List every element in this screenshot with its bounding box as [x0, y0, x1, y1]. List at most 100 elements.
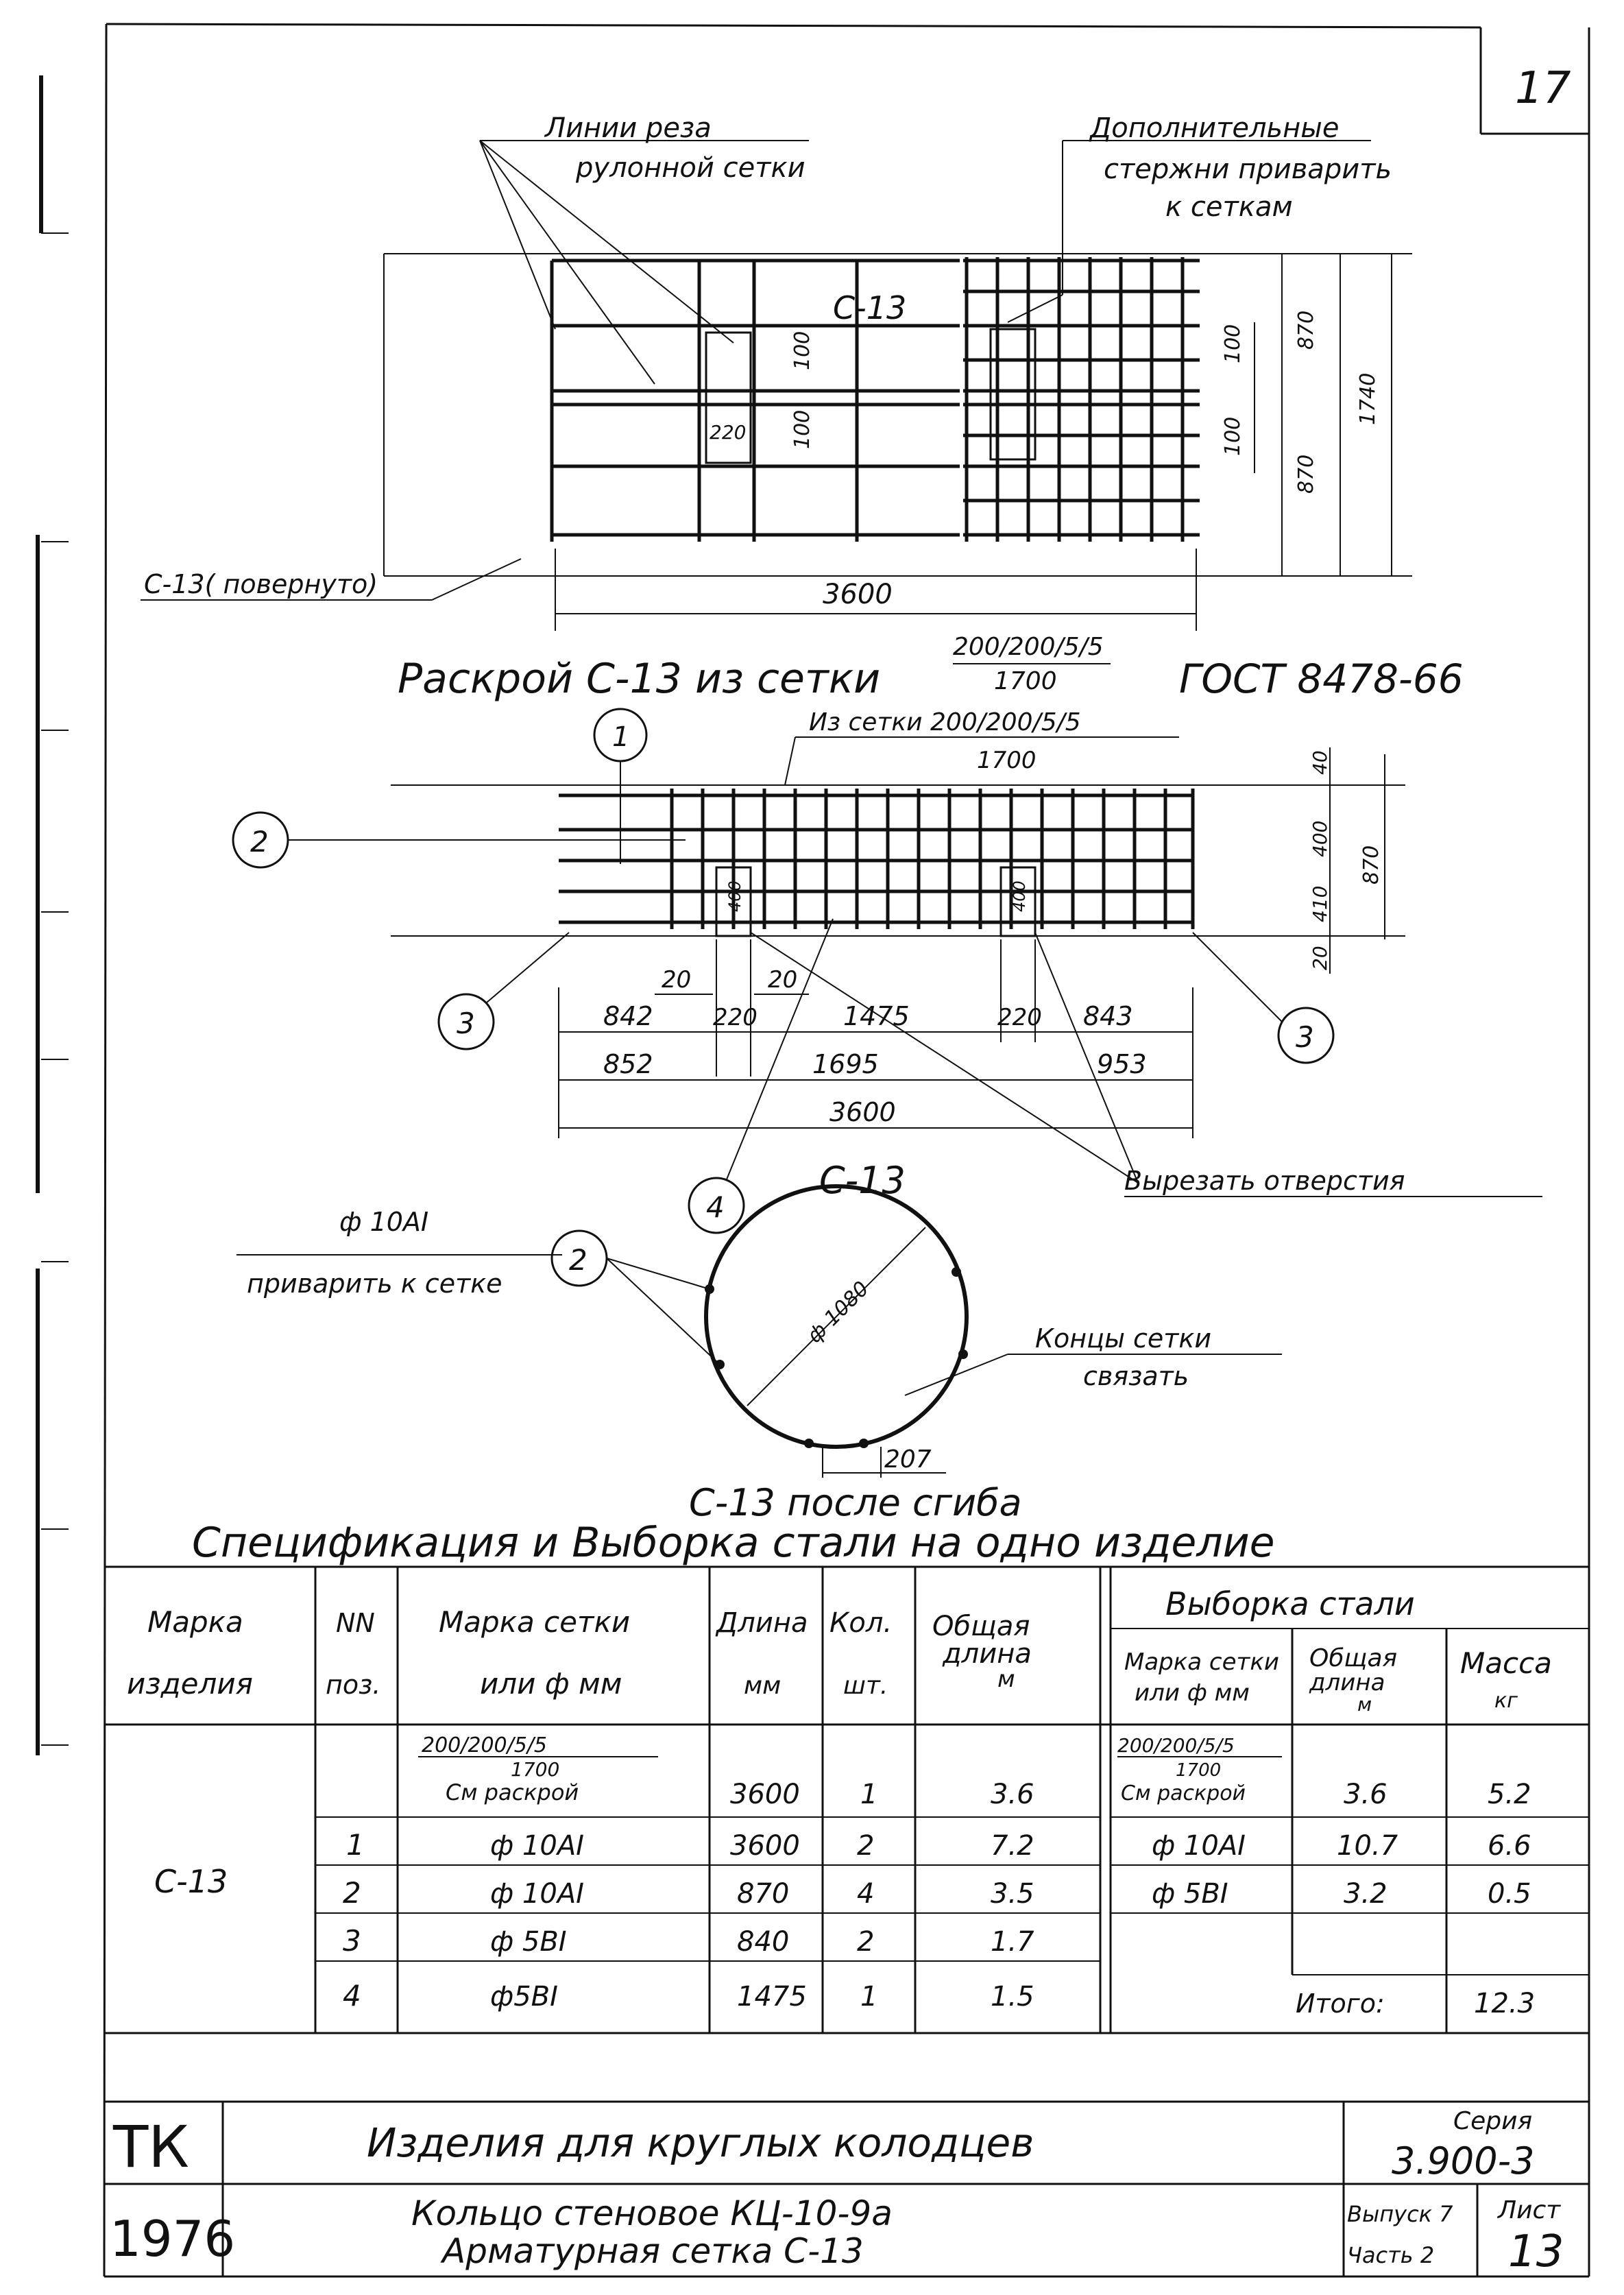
- total-mass: 12.3: [1474, 1988, 1535, 2019]
- mid-dim-400: 400: [1309, 821, 1331, 857]
- pos-3a-marker: 3: [457, 1007, 475, 1040]
- hdr-total-3: м: [997, 1666, 1015, 1693]
- top-mesh-mark: С-13: [833, 289, 906, 326]
- mid-dim-410: 410: [1309, 886, 1331, 922]
- middle-drawing: 1 2 Из сетки 200/200/5/5 1700: [232, 708, 1542, 1234]
- mid-dim-20b: 20: [768, 966, 797, 994]
- sheet-frame: [36, 23, 1590, 2278]
- hdr-nn-2: поз.: [326, 1670, 380, 1700]
- hdr-sel-len-2: длина: [1309, 1669, 1385, 1696]
- hdr-mark-2: изделия: [127, 1667, 253, 1701]
- ring-ends-1: Концы сетки: [1035, 1323, 1211, 1354]
- extra-bars-label-3: к сеткам: [1165, 191, 1293, 223]
- sel0-total: 3.6: [1344, 1779, 1387, 1810]
- top-drawing: Линии реза рулонной сетки Дополнительные…: [141, 112, 1464, 703]
- hdr-len-2: мм: [744, 1672, 781, 1700]
- product-mark: С-13: [154, 1863, 228, 1900]
- top-dim-100b: 100: [790, 410, 814, 449]
- sel2-mass: 0.5: [1488, 1878, 1531, 1910]
- hdr-qty-1: Кол.: [829, 1607, 892, 1639]
- row3-length: 840: [737, 1926, 789, 1958]
- mid-dim-40: 40: [1309, 750, 1331, 775]
- mid-dim-843: 843: [1083, 1001, 1133, 1031]
- top-dim-3600: 3600: [823, 579, 893, 610]
- row0-mesh-bot: См раскрой: [446, 1779, 579, 1805]
- row3-qty: 2: [857, 1926, 874, 1958]
- ring-bar-label-2: приварить к сетке: [247, 1269, 502, 1299]
- part-label: Часть 2: [1347, 2242, 1434, 2268]
- hdr-sel-mass-1: Масса: [1460, 1646, 1552, 1680]
- mid-dim-870: 870: [1359, 845, 1383, 885]
- hdr-total-1: Общая: [932, 1611, 1030, 1642]
- mid-dim-400h1: 400: [725, 880, 744, 912]
- sheet-value: 13: [1508, 2226, 1564, 2277]
- sel0-mesh-top: 200/200/5/5: [1117, 1734, 1235, 1757]
- mid-dim-20a: 20: [662, 966, 691, 994]
- hdr-mark-1: Марка: [147, 1605, 243, 1639]
- row4-pos: 4: [343, 1979, 361, 2012]
- pos-2-marker: 2: [250, 825, 269, 858]
- row4-qty: 1: [860, 1981, 877, 2012]
- spec-table: Марка изделия NN поз. Марка сетки или ф …: [104, 1565, 1589, 2034]
- series-value: 3.900-3: [1392, 2139, 1534, 2183]
- hdr-mesh-1: Марка сетки: [439, 1605, 630, 1639]
- title-year: 1976: [110, 2210, 235, 2268]
- hdr-qty-2: шт.: [843, 1672, 888, 1700]
- ring-title: С-13: [819, 1159, 906, 1202]
- hdr-mesh-2: или ф мм: [480, 1667, 622, 1701]
- mesh-note: Из сетки 200/200/5/5: [809, 708, 1081, 736]
- ring-dim-207: 207: [884, 1445, 932, 1474]
- row3-total: 1.7: [991, 1926, 1034, 1958]
- row4-total: 1.5: [991, 1981, 1034, 2012]
- top-caption-frac-bottom: 1700: [994, 667, 1057, 695]
- hdr-sel-len-1: Общая: [1309, 1644, 1397, 1672]
- mid-dim-842: 842: [603, 1001, 653, 1031]
- total-label: Итого:: [1296, 1988, 1385, 2019]
- ring-drawing: С-13 ф 1080 ф 10АI приварить к сетке 2 К…: [237, 1159, 1282, 1524]
- mid-dim-400h2: 400: [1010, 880, 1029, 912]
- mid-dim-1475: 1475: [843, 1001, 910, 1031]
- sel1-mass: 6.6: [1488, 1830, 1531, 1862]
- ring-ends-2: связать: [1083, 1361, 1189, 1391]
- sel0-mass: 5.2: [1488, 1779, 1531, 1810]
- top-dim-870a: 870: [1294, 311, 1318, 350]
- mid-dim-220a: 220: [713, 1004, 758, 1031]
- mid-dim-20v: 20: [1309, 946, 1331, 970]
- rotated-label: С-13( повернуто): [144, 569, 378, 599]
- title-org: ТК: [112, 2113, 189, 2180]
- hdr-total-2: длина: [942, 1638, 1032, 1670]
- middle-mesh: [559, 789, 1195, 937]
- hdr-sel-title: Выборка стали: [1165, 1585, 1415, 1622]
- row1-qty: 2: [857, 1830, 874, 1862]
- top-caption-prefix: Раскрой С-13 из сетки: [398, 655, 880, 703]
- row0-mesh-top: 200/200/5/5: [422, 1733, 547, 1757]
- mid-dim-1695: 1695: [812, 1049, 879, 1079]
- hdr-sel-mesh-2: или ф мм: [1135, 1679, 1250, 1707]
- hdr-sel-len-3: м: [1357, 1693, 1372, 1716]
- row1-total: 7.2: [991, 1830, 1034, 1862]
- top-mesh-left: [550, 259, 960, 542]
- row0-total: 3.6: [991, 1779, 1034, 1810]
- top-dim-870b: 870: [1294, 455, 1318, 494]
- row3-mesh: ф 5ВI: [490, 1926, 567, 1958]
- title-subtitle-1: Кольцо стеновое КЦ-10-9а: [411, 2194, 893, 2233]
- mid-dim-220b: 220: [997, 1004, 1042, 1031]
- cut-holes-label: Вырезать отверстия: [1124, 1166, 1405, 1196]
- row0-qty: 1: [860, 1779, 877, 1810]
- sel0-mesh-bot: См раскрой: [1121, 1781, 1246, 1805]
- row1-length: 3600: [730, 1830, 800, 1862]
- title-block: ТК 1976 Изделия для круглых колодцев Кол…: [104, 2100, 1589, 2277]
- series-label: Серия: [1453, 2107, 1532, 2135]
- row2-qty: 4: [857, 1878, 874, 1910]
- pos-1-marker: 1: [612, 721, 629, 753]
- row3-pos: 3: [343, 1924, 361, 1958]
- sheet-label: Лист: [1496, 2196, 1561, 2224]
- row0-length: 3600: [730, 1779, 800, 1810]
- top-dim-100d: 100: [1221, 417, 1245, 456]
- row4-length: 1475: [737, 1981, 807, 2012]
- ring-bar-label-1: ф 10АI: [339, 1207, 428, 1237]
- hdr-len-1: Длина: [715, 1607, 808, 1639]
- pos-4-marker: 4: [706, 1190, 725, 1224]
- extra-bars-label-2: стержни приварить: [1104, 154, 1392, 185]
- row1-pos: 1: [346, 1828, 365, 1862]
